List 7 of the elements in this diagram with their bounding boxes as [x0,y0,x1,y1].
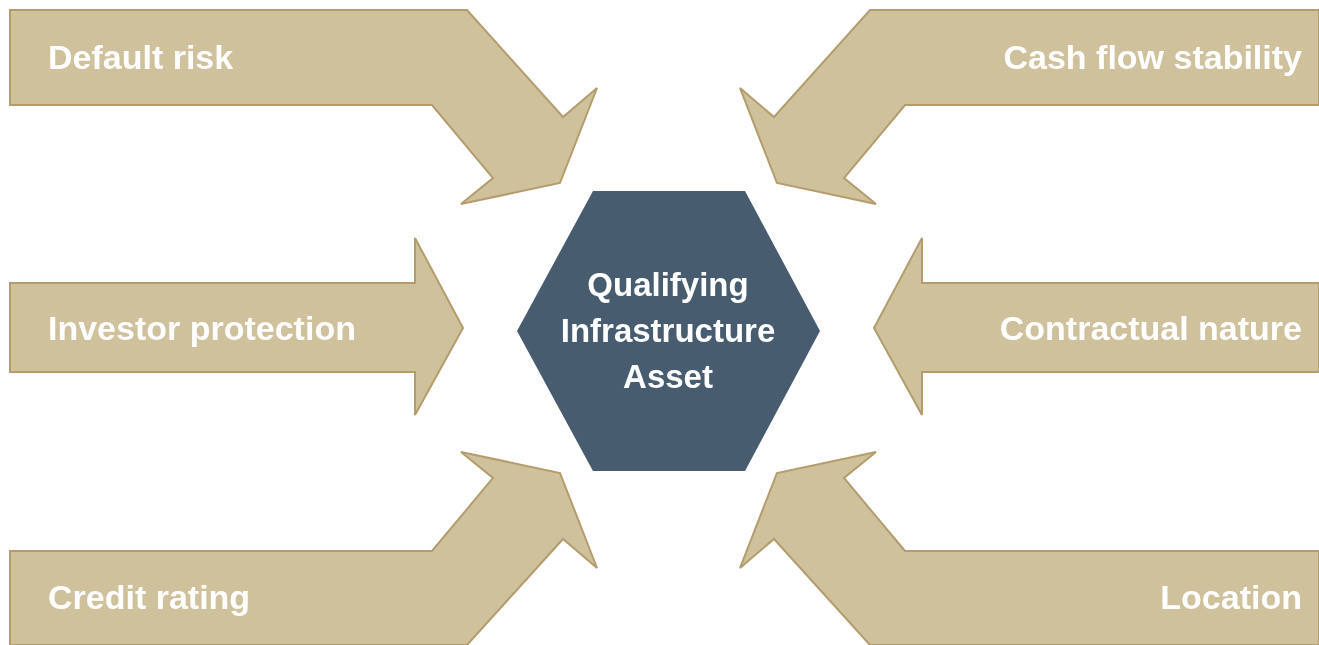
factor-label: Default risk [48,40,234,74]
factor-label: Location [1160,580,1302,614]
center-label: Qualifying Infrastructure Asset [559,265,777,397]
factor-label: Contractual nature [999,311,1302,345]
factor-label: Cash flow stability [1003,40,1302,74]
factor-label: Credit rating [48,580,251,614]
factor-label: Investor protection [48,311,356,345]
